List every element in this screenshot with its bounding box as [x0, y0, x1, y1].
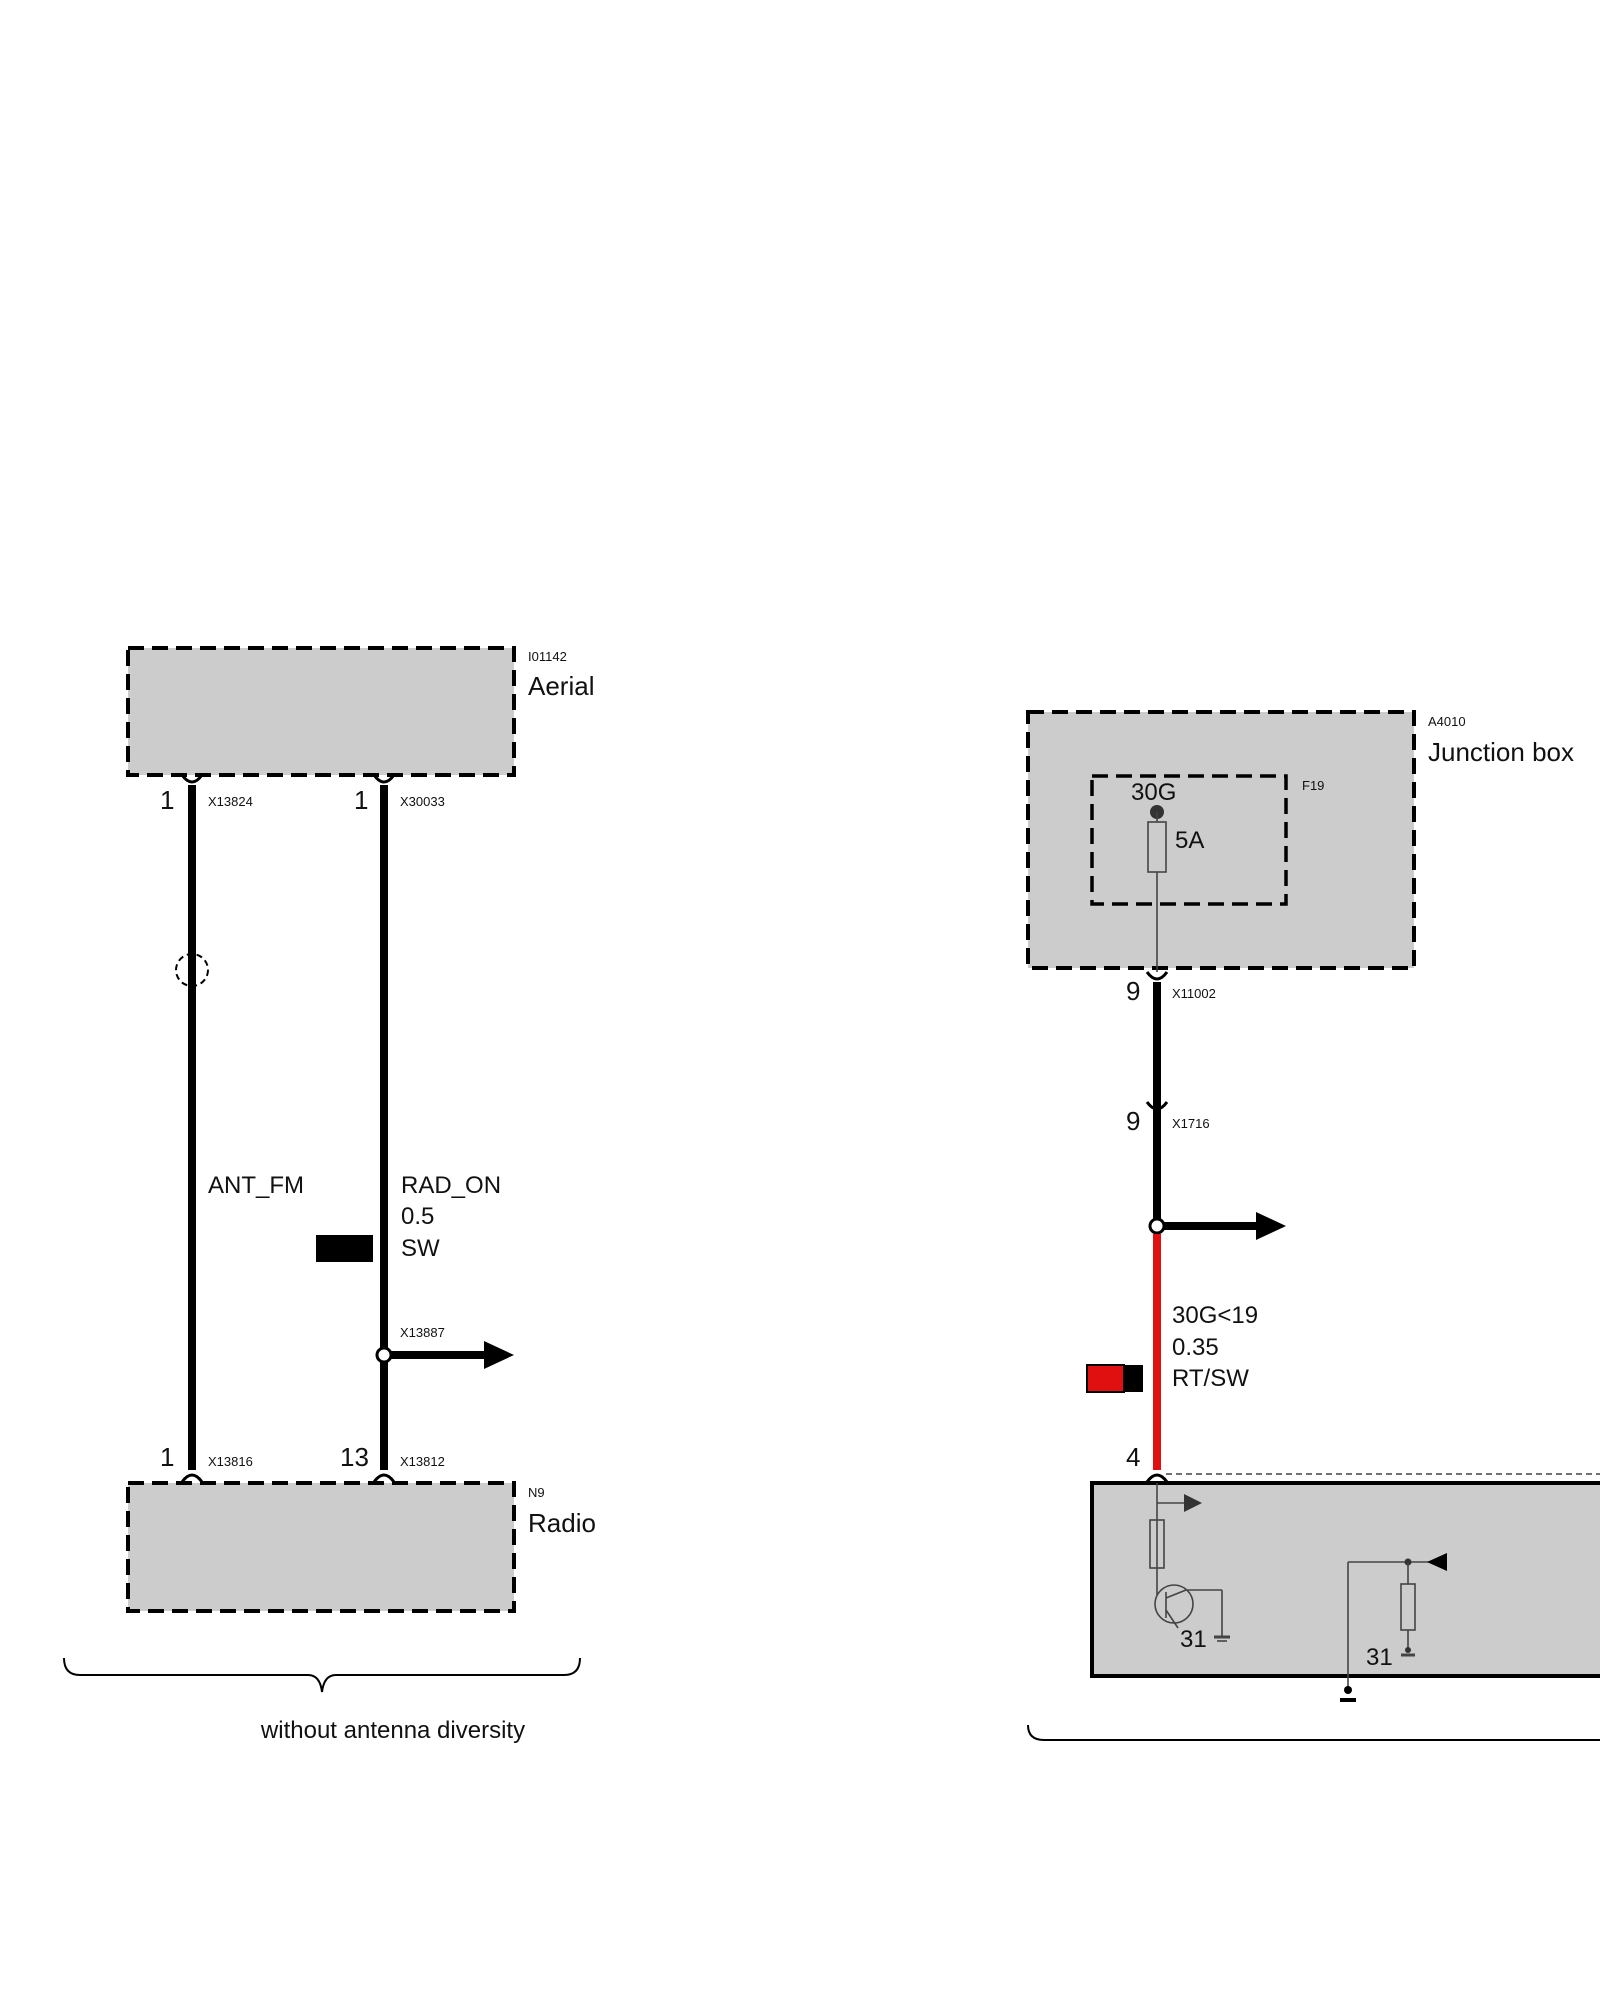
aerial-component[interactable]	[126, 646, 516, 777]
supply-color-swatch	[1086, 1364, 1143, 1393]
connector-x13816-pin	[180, 1473, 204, 1483]
x11002-id: X11002	[1172, 986, 1216, 1001]
fuse-f19-housing[interactable]	[1090, 774, 1288, 906]
control-unit-component[interactable]	[1090, 1473, 1600, 1678]
x13887-id: X13887	[400, 1325, 445, 1340]
rad-on-size: 0.5	[401, 1203, 434, 1230]
aerial-id: I01142	[528, 649, 567, 664]
arrow-right-icon	[484, 1341, 514, 1369]
splice-x13887	[375, 1346, 393, 1364]
bracket-left	[63, 1657, 581, 1693]
x11002-pin: 9	[1126, 976, 1140, 1006]
x30033-pin: 1	[354, 785, 368, 815]
junction-box-id: A4010	[1428, 714, 1466, 729]
bracket-right	[1027, 1724, 1600, 1741]
supply-color: RT/SW	[1172, 1365, 1249, 1392]
junction-box-name: Junction box	[1428, 737, 1574, 767]
radio-component[interactable]	[126, 1481, 516, 1613]
splice-right	[1148, 1217, 1166, 1235]
fuse-terminal: 30G	[1131, 779, 1176, 806]
arrow-right-icon	[1184, 1494, 1202, 1512]
connector-x30033-pin	[372, 774, 396, 784]
ant-fm-label: ANT_FM	[208, 1172, 304, 1199]
x1716-pin: 9	[1126, 1106, 1140, 1136]
rad-on-color: SW	[401, 1235, 440, 1262]
rad-on-color-swatch	[316, 1235, 373, 1262]
ground-label-2: 31	[1366, 1644, 1393, 1671]
x13816-id: X13816	[208, 1454, 253, 1469]
lower-right-pin: 4	[1126, 1442, 1140, 1472]
connector-pin-4	[1145, 1473, 1169, 1483]
connector-x1716-pin	[1145, 1101, 1169, 1111]
arrow-left-icon	[1427, 1553, 1447, 1571]
aerial-name: Aerial	[528, 671, 594, 701]
fuse-rating: 5A	[1175, 827, 1204, 854]
bracket-left-label: without antenna diversity	[260, 1717, 525, 1744]
junction-box-component[interactable]	[1026, 710, 1416, 970]
ground-label-1: 31	[1180, 1626, 1207, 1653]
x13824-pin: 1	[160, 785, 174, 815]
resistor-icon	[1149, 1519, 1165, 1569]
x13812-pin: 13	[340, 1442, 369, 1472]
x13816-pin: 1	[160, 1442, 174, 1472]
fuse-id: F19	[1302, 778, 1324, 793]
x1716-id: X1716	[1172, 1116, 1210, 1131]
supply-size: 0.35	[1172, 1334, 1219, 1361]
x30033-id: X30033	[400, 794, 445, 809]
x13824-id: X13824	[208, 794, 253, 809]
connector-x13824-pin	[180, 774, 204, 784]
supply-signal: 30G<19	[1172, 1302, 1258, 1329]
arrow-right-icon	[1256, 1212, 1286, 1240]
x13812-id: X13812	[400, 1454, 445, 1469]
radio-name: Radio	[528, 1508, 596, 1538]
connector-x11002-pin	[1145, 971, 1169, 981]
connector-x13812-pin	[372, 1473, 396, 1483]
rad-on-signal: RAD_ON	[401, 1172, 501, 1199]
radio-id: N9	[528, 1485, 545, 1500]
